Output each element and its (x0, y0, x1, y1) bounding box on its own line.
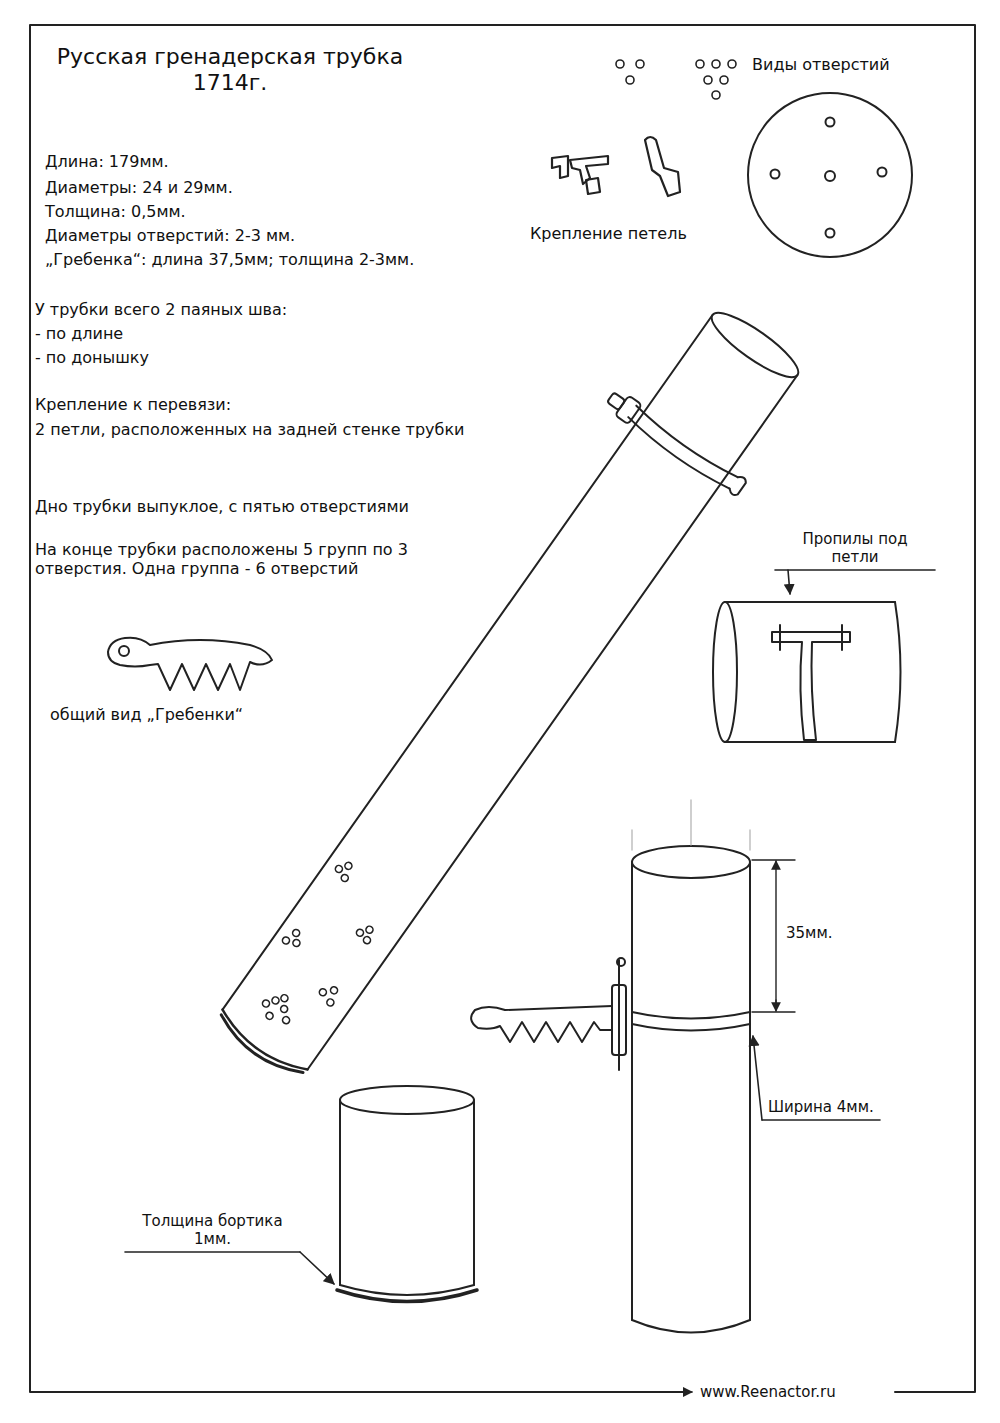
dimension-label: 35мм. (786, 924, 833, 942)
leader-label: Ширина 4мм. (768, 1098, 874, 1116)
spec-note: Диаметры: 24 и 29мм. (45, 178, 233, 197)
cap (337, 1086, 477, 1302)
spec-note: „Гребенка“: длина 37,5мм; толщина 2-3мм. (45, 250, 525, 269)
tube-with-comb (471, 846, 750, 1333)
comb-view (108, 638, 272, 690)
leader-underline (762, 1119, 880, 1121)
main-tube (183, 283, 822, 1096)
leader-label: Толщина бортика 1мм. (125, 1212, 300, 1248)
sheet-title: Русская гренадерская трубка 1714г. (35, 44, 425, 97)
spec-note: Толщина: 0,5мм. (45, 202, 186, 221)
figure-caption: общий вид „Гребенки“ (50, 705, 243, 724)
leader-label: Пропилы под петли (780, 530, 930, 566)
note-item: - по донышку (35, 348, 149, 367)
website-url: www.Reenactor.ru (700, 1383, 836, 1401)
loop-attachment (552, 137, 680, 196)
note-text: Дно трубки выпуклое, с пятью отверстиями (35, 497, 535, 516)
dimension (632, 800, 795, 1012)
slot-piece (713, 602, 901, 742)
leader-line (788, 570, 790, 594)
spec-note: Длина: 179мм. (45, 152, 169, 171)
frame (30, 25, 975, 1392)
spec-note: Диаметры отверстий: 2-3 мм. (45, 226, 295, 245)
figure-caption: Крепление петель (530, 224, 687, 243)
note-heading: Крепление к перевязи: (35, 395, 231, 414)
bottom-disk (748, 93, 912, 257)
leader-line (753, 1036, 762, 1120)
footer-arrow (660, 1391, 692, 1393)
note-text: 2 петли, расположенных на задней стенке … (35, 420, 505, 439)
leader-line (300, 1252, 334, 1284)
figure-caption: Виды отверстий (752, 55, 890, 74)
note-text: На конце трубки расположены 5 групп по 3… (35, 540, 475, 578)
hole-types (616, 60, 736, 99)
leader-underline (125, 1251, 300, 1253)
leader-underline (775, 569, 935, 571)
note-item: - по длине (35, 324, 123, 343)
note-heading: У трубки всего 2 паяных шва: (35, 300, 287, 319)
